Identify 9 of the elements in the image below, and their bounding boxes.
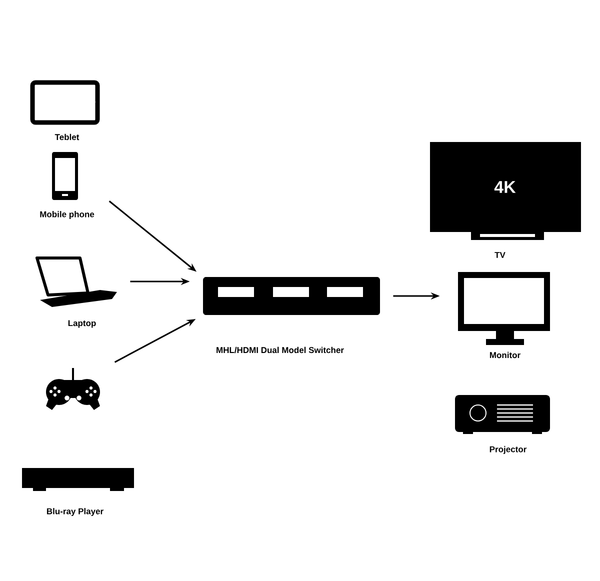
- device-label: MHL/HDMI Dual Model Switcher: [216, 346, 344, 354]
- device-label: Mobile phone: [40, 211, 94, 219]
- device-label: Blu-ray Player: [46, 508, 104, 516]
- device-label: Teblet: [54, 134, 80, 140]
- device-label: Projector: [490, 446, 527, 454]
- device-label: TV: [494, 252, 506, 258]
- device-label: Laptop: [68, 320, 96, 328]
- gamepad-icon: [46, 368, 100, 410]
- device-label: Monitor: [490, 352, 520, 358]
